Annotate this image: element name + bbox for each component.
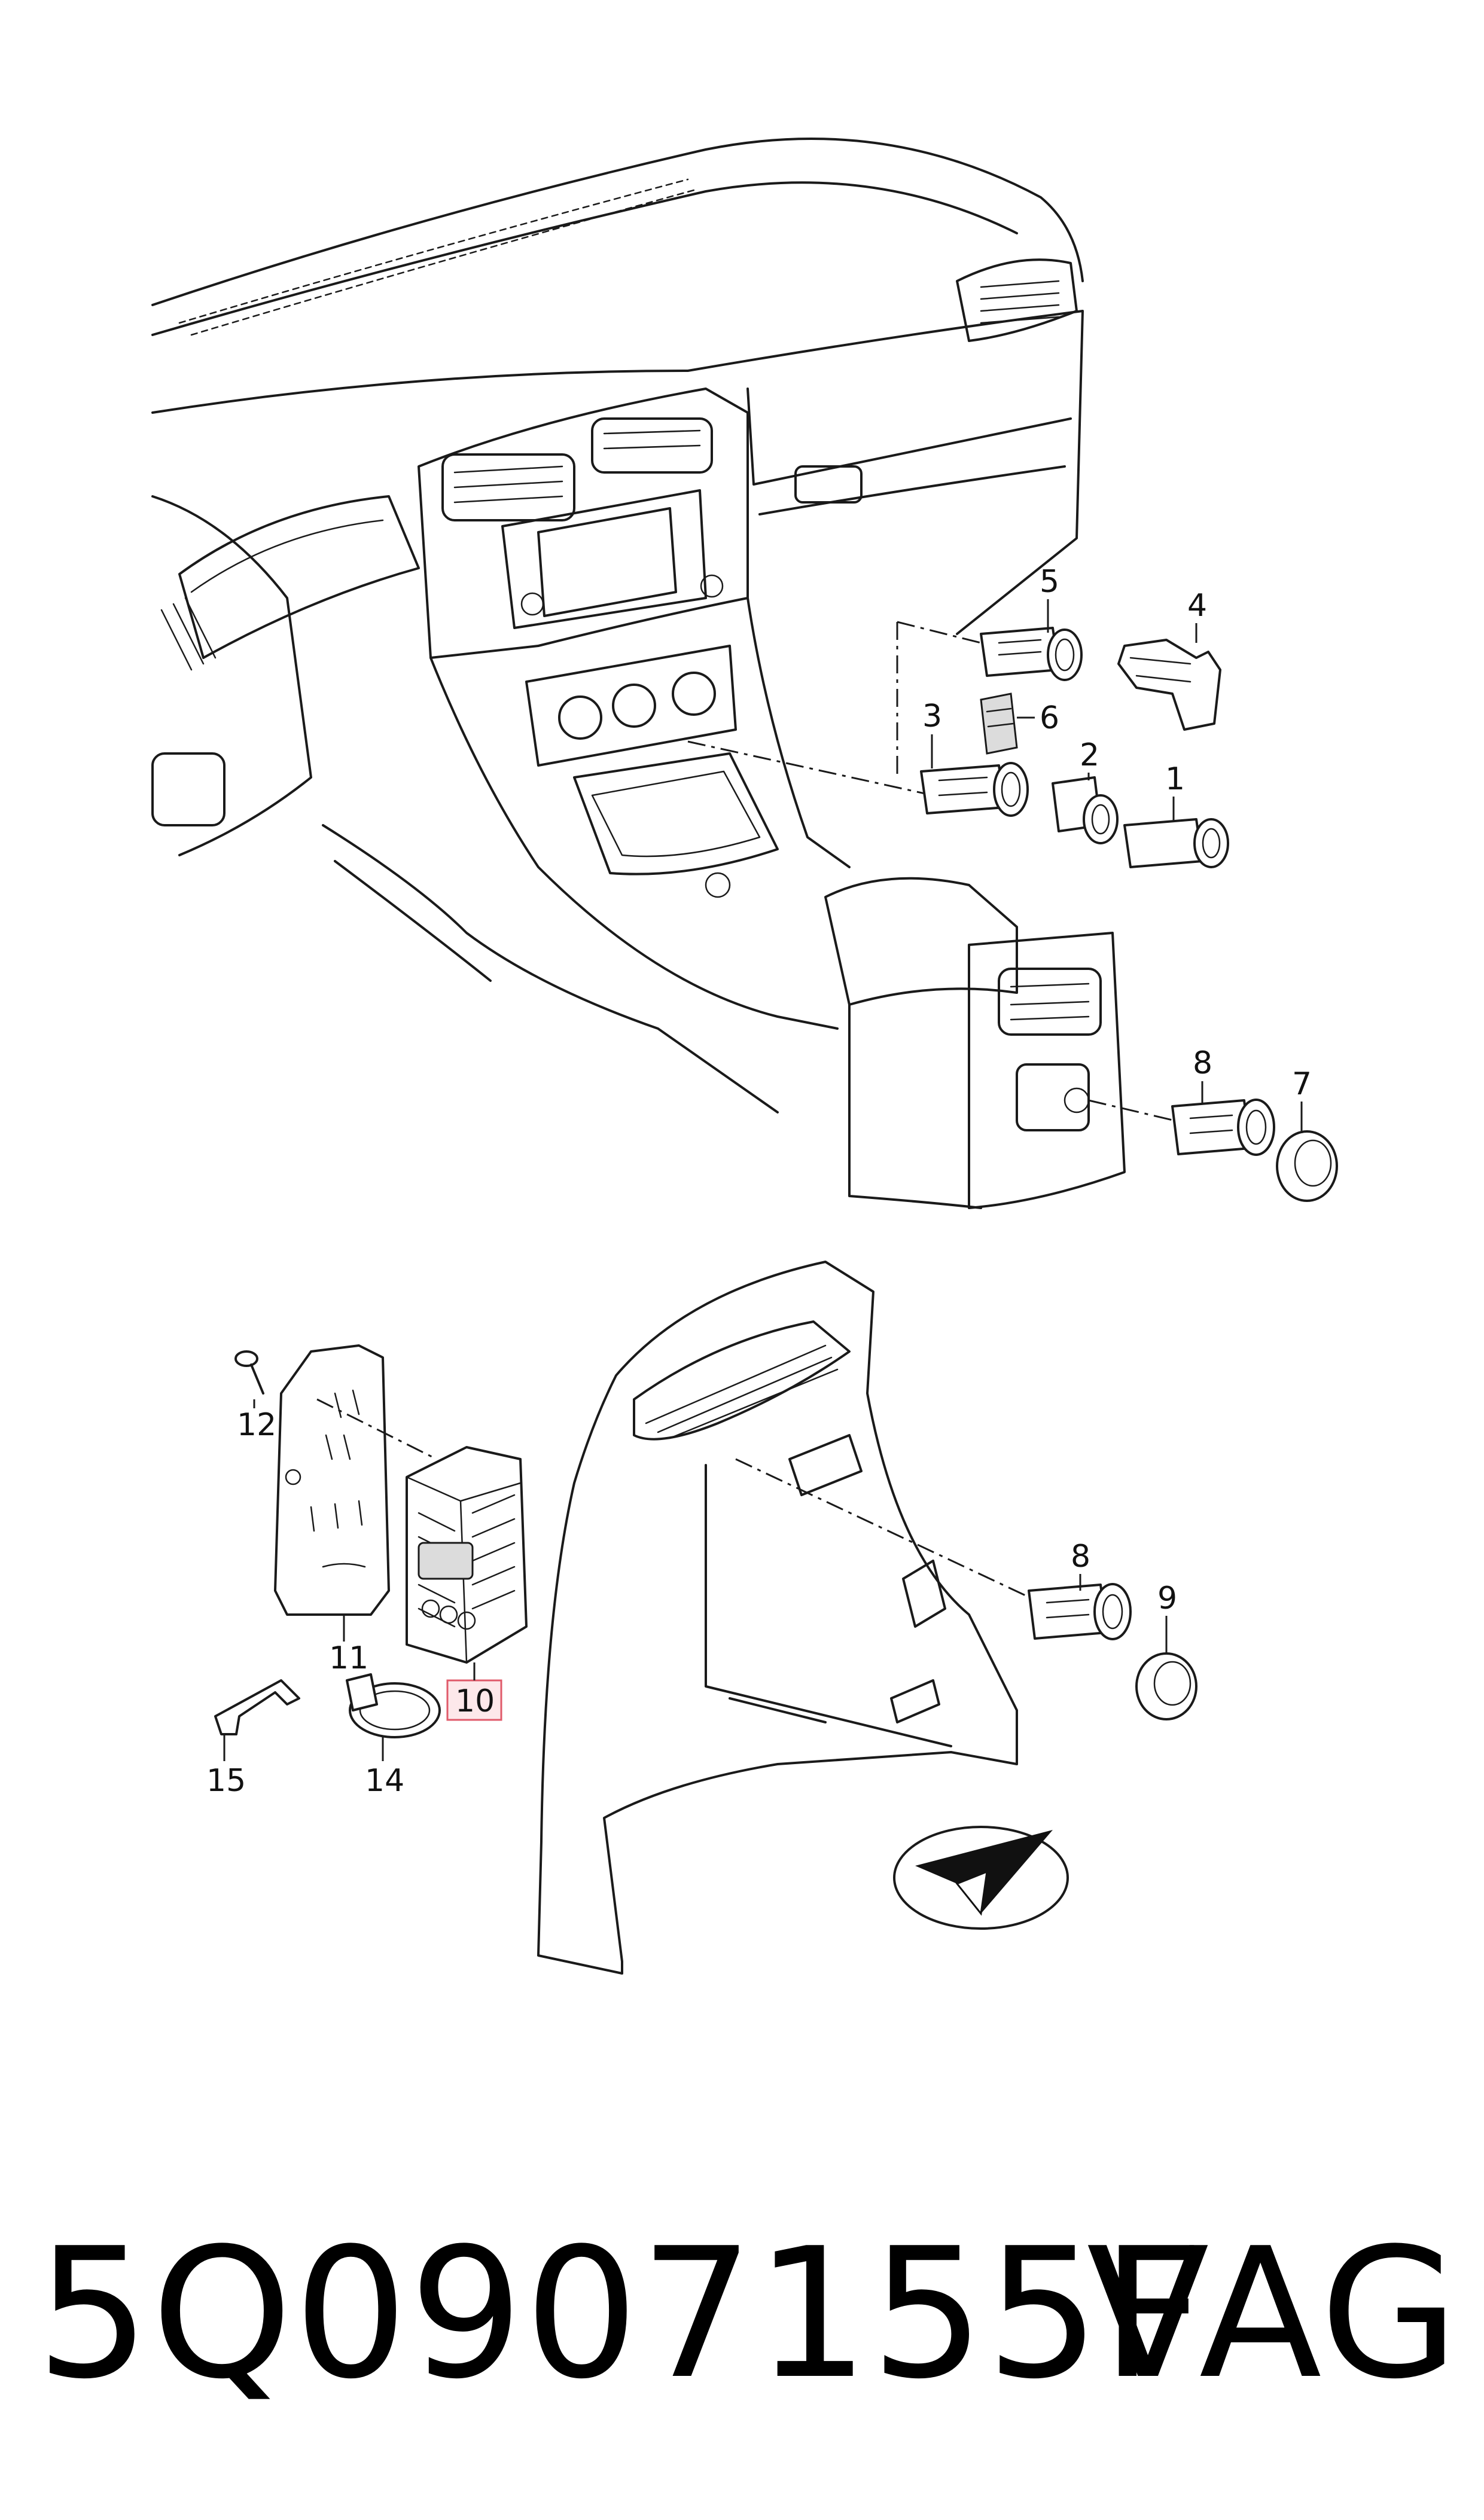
callouts-top: 5 4 3 6 2 1 8 7 [922, 564, 1312, 1133]
part-number: 5Q0907155F [36, 2210, 1206, 2418]
callout-8-lower: 8 [1071, 1539, 1090, 1575]
callout-8-top: 8 [1193, 1045, 1212, 1081]
callout-5: 5 [1040, 564, 1059, 600]
part-1-socket [1123, 818, 1229, 868]
part-15-clip [214, 1679, 300, 1735]
callout-15: 15 [206, 1763, 246, 1799]
assembly-line-trim [735, 1458, 1041, 1604]
callouts-lower-right: 8 9 [1071, 1539, 1177, 1653]
callout-2: 2 [1080, 737, 1099, 773]
callout-10: 10 [455, 1683, 495, 1719]
part-10-usb-module [406, 1446, 528, 1664]
callout-9: 9 [1157, 1581, 1177, 1616]
part-7-cap [1276, 1130, 1338, 1202]
trim-panel-illustration [537, 1261, 1018, 1975]
callout-10-highlight-box [446, 1679, 502, 1721]
part-9-cap [1135, 1652, 1197, 1720]
part-12-screw [234, 1350, 264, 1395]
callout-12: 12 [237, 1407, 276, 1443]
callout-14: 14 [365, 1763, 404, 1799]
callout-3: 3 [922, 698, 942, 734]
part-14-cable-tie [346, 1673, 441, 1738]
part-8-socket-top [1171, 1099, 1275, 1156]
part-2-socket [1052, 776, 1119, 844]
dashboard-illustration [151, 138, 1126, 1209]
callout-7: 7 [1292, 1066, 1312, 1102]
callout-11: 11 [329, 1640, 368, 1676]
brand-label: VAG [1086, 2210, 1460, 2418]
part-3-socket [920, 762, 1029, 817]
callouts-lower-left: 12 11 10 15 14 [206, 1399, 502, 1799]
callout-1: 1 [1165, 761, 1185, 797]
part-11-bracket [274, 1344, 390, 1616]
part-5-socket [980, 627, 1083, 681]
assembly-line-bracket [316, 1398, 437, 1460]
part-6-clip [980, 692, 1018, 755]
part-4-bracket [1117, 639, 1221, 731]
callout-6: 6 [1040, 700, 1059, 736]
callout-4: 4 [1187, 588, 1207, 624]
assembly-lines-top [687, 621, 1191, 1125]
direction-arrow-icon [893, 1826, 1069, 1930]
part-8-socket-lower [1028, 1583, 1132, 1640]
